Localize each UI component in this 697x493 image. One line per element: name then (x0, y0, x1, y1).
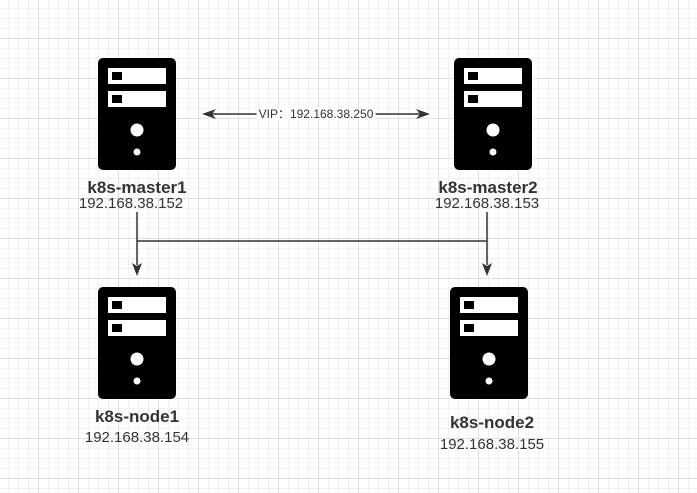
vip-arrow-left-icon (202, 109, 216, 119)
server-icon-node1 (98, 287, 176, 399)
host-name-node2: k8s-node2 (449, 413, 535, 432)
host-name-master1: k8s-master1 (87, 178, 187, 197)
host-name-master2: k8s-master2 (438, 178, 538, 197)
host-name-node1: k8s-node1 (94, 407, 180, 426)
host-ip-master2: 192.168.38.153 (434, 195, 540, 212)
server-icon-master2 (454, 58, 532, 170)
vip-label: VIP：192.168.38.250 (256, 107, 376, 121)
arrow-down-icon-node1 (132, 263, 142, 276)
arrow-down-icon-node2 (482, 263, 492, 276)
host-ip-node1: 192.168.38.154 (84, 429, 190, 446)
host-ip-master1: 192.168.38.152 (78, 195, 184, 212)
server-icon-node2 (450, 287, 528, 399)
host-ip-node2: 192.168.38.155 (439, 436, 545, 453)
server-icon-master1 (98, 58, 176, 170)
vip-arrow-right-icon (416, 109, 430, 119)
